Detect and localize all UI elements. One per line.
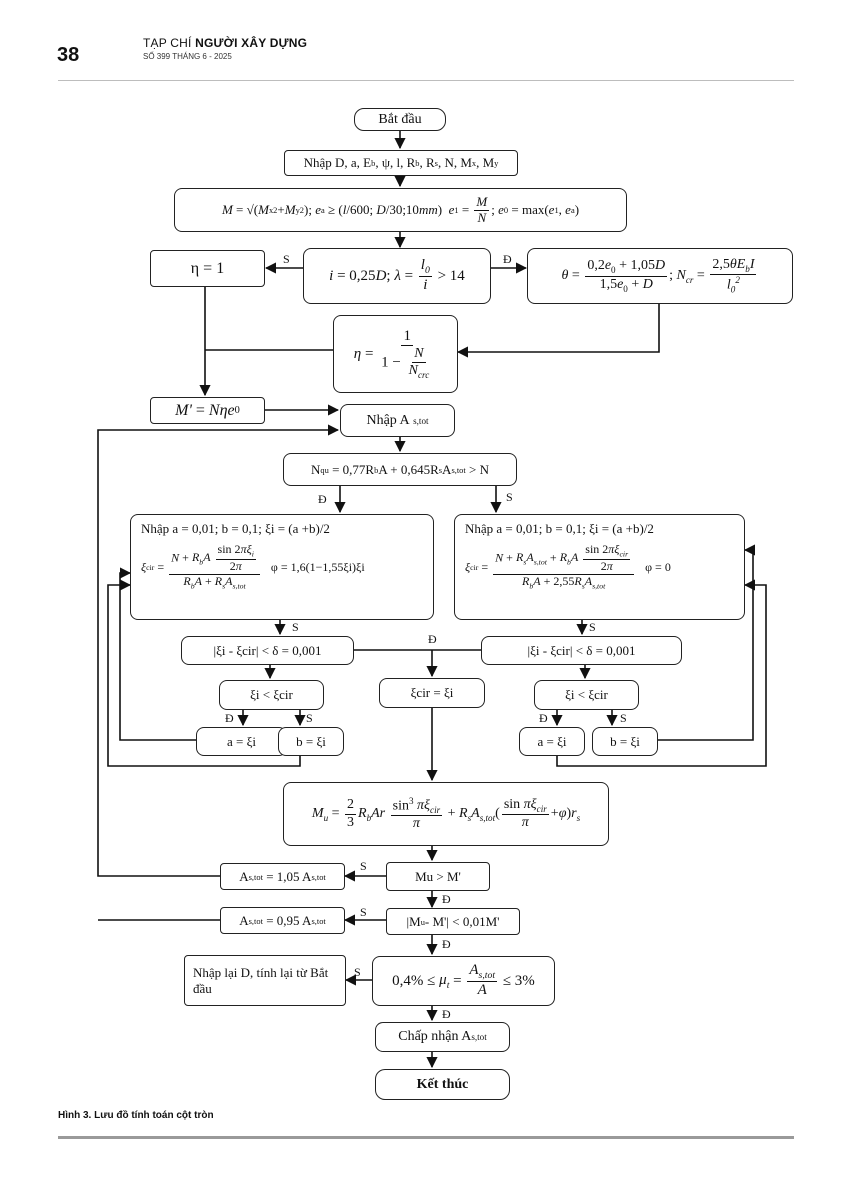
right-phi: φ = 0 [645,559,671,574]
reinput-node: Nhập lại D, tính lại từ Bắt đầu [184,955,346,1006]
right-compare-node: ξi < ξcir [534,680,639,710]
left-a-update-node: a = ξi [196,727,287,756]
label-yes: Đ [428,632,437,646]
left-convergence-node: |ξi - ξcir| < δ = 0,001 [181,636,354,665]
start-node: Bắt đầu [354,108,446,131]
label-yes: Đ [225,711,234,725]
label-yes: Đ [318,492,327,506]
label-yes: Đ [539,711,548,725]
right-a-update-node: a = ξi [519,727,585,756]
loop-a-left [119,567,196,741]
left-compare-node: ξi < ξcir [219,680,324,710]
input-as-sub: s,tot [413,415,429,426]
left-b-update-node: b = ξi [278,727,344,756]
label-yes: Đ [442,937,451,951]
label-yes: Đ [442,892,451,906]
label-yes: Đ [442,1007,451,1021]
label-no: S [620,711,627,725]
magazine-name: NGƯỜI XÂY DỰNG [195,36,308,50]
accept-text: Chấp nhận A [398,1029,472,1044]
page-number: 38 [57,44,80,66]
right-init-text: Nhập a = 0,01; b = 0,1; ξi = (a +b)/2 [465,521,654,536]
label-no: S [360,859,367,873]
right-b-update-node: b = ξi [592,727,658,756]
label-no: S [506,490,513,504]
eta-one-node: η = 1 [150,250,265,287]
mu-close-text: < 0,01M' [452,913,500,929]
as-decrease-text: = 0,95 A [266,912,312,928]
label-no: S [306,711,313,725]
loop-b-right [658,544,756,741]
right-convergence-node: |ξi - ξcir| < δ = 0,001 [481,636,682,665]
loop-as-inc [97,424,340,877]
arrow-theta-eta [456,302,660,358]
label-no: S [283,252,290,266]
left-phi: φ = 1,6(1−1,55ξi)ξi [270,559,365,574]
label-no: S [354,965,361,979]
mu-greater-node: Mu > M' [386,862,490,891]
loop-a-right [556,579,767,767]
issue-line: SỐ 399 THÁNG 6 - 2025 [143,52,232,61]
magazine-title: TẠP CHÍ NGƯỜI XÂY DỰNG [143,36,307,50]
left-init-text: Nhập a = 0,01; b = 0,1; ξi = (a +b)/2 [141,521,330,536]
input-as-node: Nhập A s,tot [340,404,455,437]
label-no: S [589,620,596,634]
label-no: S [292,620,299,634]
figure-caption: Hình 3. Lưu đồ tính toán cột tròn [58,1110,214,1121]
as-increase-text: = 1,05 A [266,868,312,884]
loop-b-left [107,579,301,767]
label-no: S [360,905,367,919]
footer-divider [58,1136,794,1139]
label-yes: Đ [503,252,512,266]
header-divider [58,80,794,81]
magazine-prefix: TẠP CHÍ [143,36,192,50]
end-node: Kết thúc [375,1069,510,1100]
input-as-text: Nhập A [366,412,410,428]
xicir-equals-node: ξcir = ξi [379,678,485,708]
